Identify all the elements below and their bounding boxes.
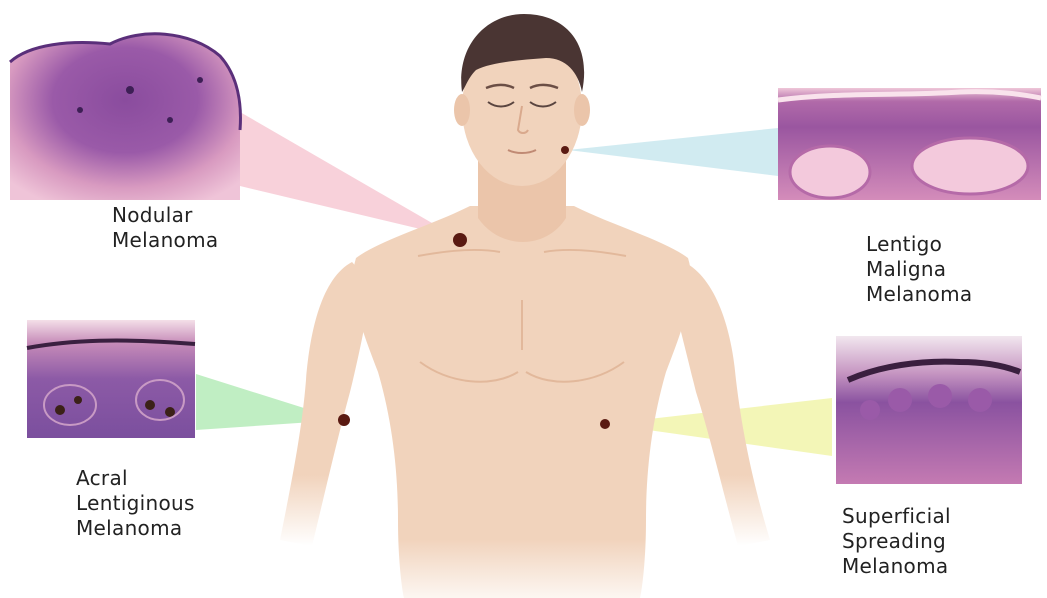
label-line: Nodular [112,203,218,228]
lesion-chest [600,419,610,429]
label-line: Melanoma [842,554,951,579]
label-line: Superficial [842,504,951,529]
lesion-cheek [561,146,569,154]
human-figure [280,14,770,598]
label-lentigo-maligna-melanoma: Lentigo Maligna Melanoma [866,232,972,307]
label-acral-lentiginous-melanoma: Acral Lentiginous Melanoma [76,466,195,541]
beam-nodular [240,112,458,238]
lesion-arm [338,414,350,426]
histology-nodular-image [10,34,240,200]
label-line: Melanoma [76,516,195,541]
histology-lentigo-image [778,88,1041,200]
label-line: Lentigo [866,232,972,257]
lesion-neck [453,233,467,247]
label-line: Lentiginous [76,491,195,516]
beam-lentigo [568,128,778,176]
label-superficial-spreading-melanoma: Superficial Spreading Melanoma [842,504,951,579]
histology-superficial-image [836,336,1022,484]
label-line: Maligna [866,257,972,282]
label-line: Acral [76,466,195,491]
label-line: Melanoma [112,228,218,253]
torso [353,206,691,598]
label-line: Spreading [842,529,951,554]
histology-acral-image [27,320,195,438]
label-nodular-melanoma: Nodular Melanoma [112,203,218,253]
label-line: Melanoma [866,282,972,307]
